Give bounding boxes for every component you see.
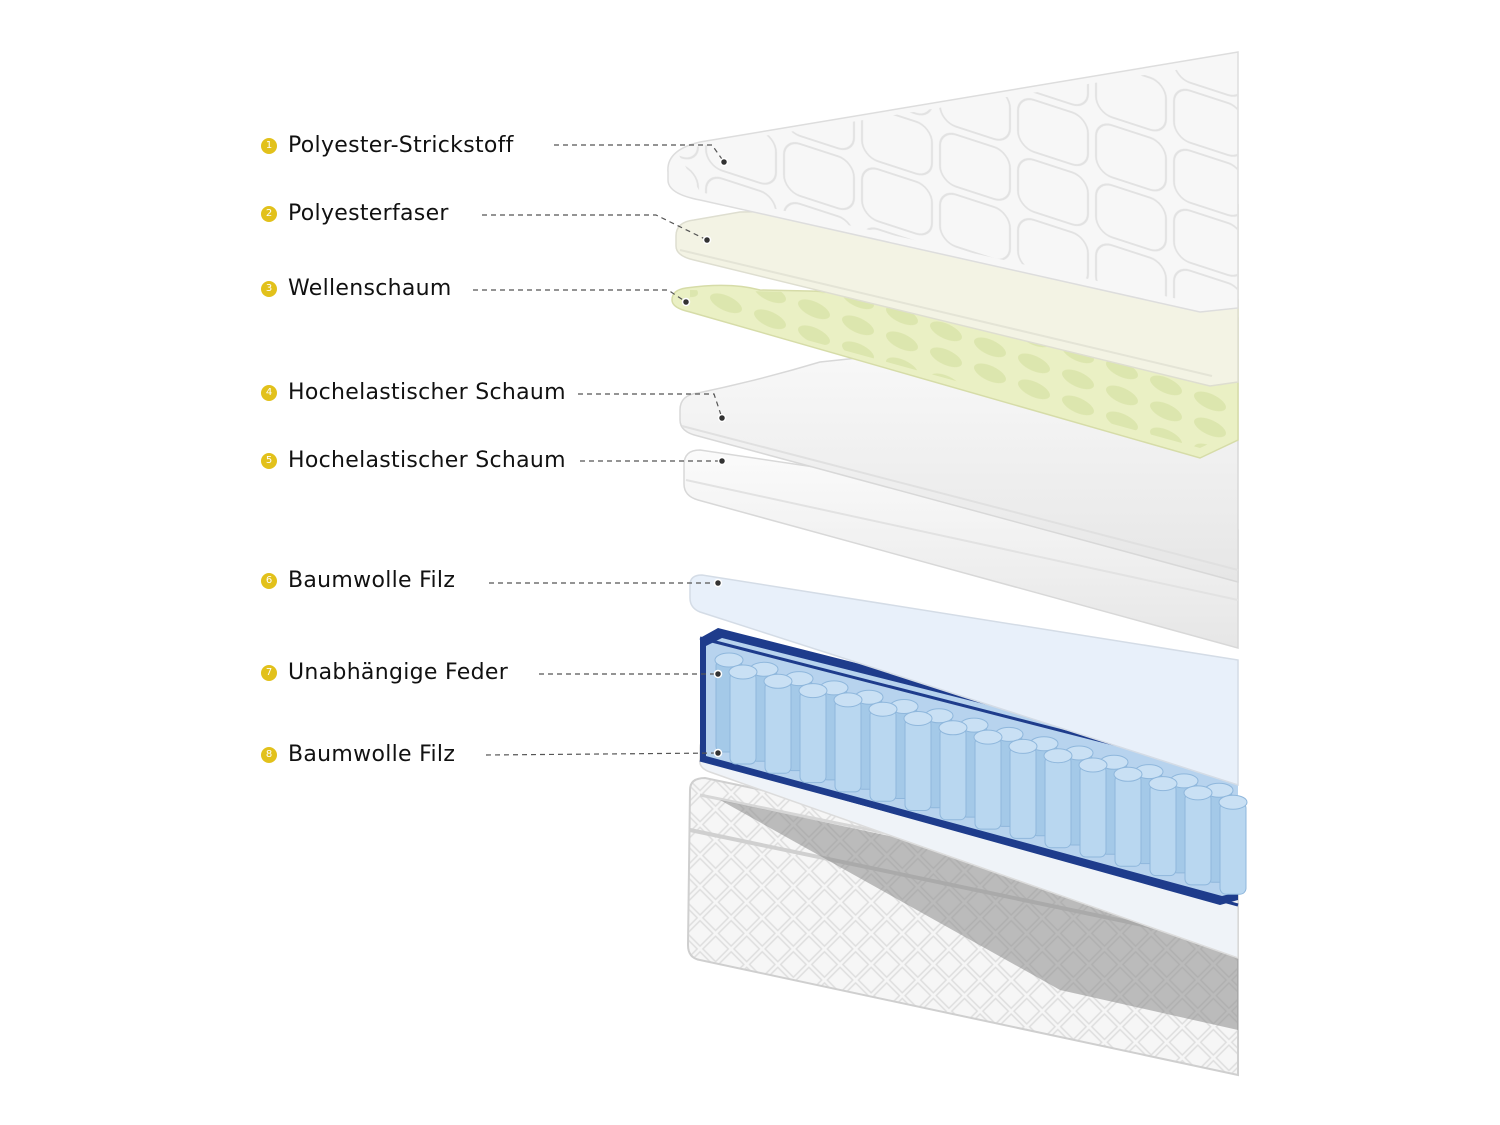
spring-coil [834, 699, 862, 793]
spring-coil [764, 680, 792, 774]
spring-coil [974, 736, 1002, 830]
layer-label-text: Hochelastischer Schaum [288, 448, 566, 473]
anchor-dot-8 [713, 748, 723, 758]
layer-label-text: Polyesterfaser [288, 201, 449, 226]
anchor-dot-1 [719, 157, 729, 167]
layer-label-5: 5 Hochelastischer Schaum [261, 448, 566, 473]
spring-coil-top [973, 729, 1003, 745]
spring-coil-top [1183, 785, 1213, 801]
spring-coil-top [938, 720, 968, 736]
spring-coil [1044, 755, 1072, 849]
spring-coil-top [728, 664, 758, 680]
spring-coil-top [763, 673, 793, 689]
spring-coil [869, 708, 897, 802]
leader-line-1 [554, 144, 725, 163]
anchor-dot-5 [717, 456, 727, 466]
spring-coil-top [1008, 738, 1038, 754]
spring-coil-top [714, 652, 744, 668]
spring-coil-top [833, 692, 863, 708]
spring-coil-top [1148, 776, 1178, 792]
layer-label-text: Unabhängige Feder [288, 660, 509, 685]
layer-number-badge: 6 [261, 572, 277, 589]
spring-coil-top [1113, 766, 1143, 782]
layer-label-1: 1 Polyester-Strickstoff [261, 133, 514, 158]
spring-coil [799, 690, 827, 784]
anchor-dot-3 [681, 297, 691, 307]
layer-label-text: Polyester-Strickstoff [288, 133, 514, 158]
spring-coil-top [1218, 794, 1248, 810]
anchor-dot-4 [717, 413, 727, 423]
leader-line-2 [482, 214, 708, 241]
leader-line-3 [473, 289, 687, 303]
spring-coil [1079, 764, 1107, 858]
leader-lines [473, 144, 725, 756]
spring-coil-top [1078, 757, 1108, 773]
layer-number-badge: 4 [261, 384, 277, 401]
spring-coil [939, 727, 967, 821]
layer-label-6: 6 Baumwolle Filz [261, 568, 455, 593]
layer-label-text: Wellenschaum [288, 276, 452, 301]
layer-label-3: 3 Wellenschaum [261, 276, 452, 301]
leader-line-4 [578, 393, 723, 419]
spring-coil-top [1043, 748, 1073, 764]
anchor-dot-7 [713, 669, 723, 679]
spring-coil [1184, 792, 1212, 886]
layer-label-8: 8 Baumwolle Filz [261, 742, 455, 767]
spring-coil-top [903, 711, 933, 726]
spring-coil-top [868, 701, 898, 717]
layer-label-4: 4 Hochelastischer Schaum [261, 380, 566, 405]
layer-number-badge: 5 [261, 452, 277, 469]
spring-coil-top [798, 683, 828, 699]
layer-6-cotton-felt [689, 574, 1239, 787]
layer-label-text: Baumwolle Filz [288, 568, 456, 593]
anchor-dot-6 [713, 578, 723, 588]
spring-coil [1114, 773, 1142, 867]
layer-label-7: 7 Unabhängige Feder [261, 660, 508, 685]
spring-coil [904, 718, 932, 811]
layer-number-badge: 1 [261, 137, 277, 154]
layer-number-badge: 2 [261, 205, 277, 222]
spring-coil [1149, 783, 1177, 877]
mattress-base [686, 776, 1239, 1077]
layer-number-badge: 8 [261, 746, 277, 763]
layer-label-text: Hochelastischer Schaum [288, 380, 566, 405]
layer-number-badge: 3 [261, 280, 277, 297]
spring-coil [1009, 745, 1037, 839]
layer-1-polyester-knit [667, 51, 1239, 313]
anchor-dot-2 [702, 235, 712, 245]
layer-label-text: Baumwolle Filz [288, 742, 456, 767]
leader-line-8 [485, 752, 719, 756]
spring-coil [1219, 801, 1247, 895]
layer-number-badge: 7 [261, 664, 277, 681]
layer-7-pocket-springs [699, 628, 1248, 907]
anchor-dots [681, 157, 729, 758]
layer-5-high-elastic-foam [683, 449, 1239, 649]
layer-label-2: 2 Polyesterfaser [261, 201, 449, 226]
spring-coil [729, 671, 757, 765]
